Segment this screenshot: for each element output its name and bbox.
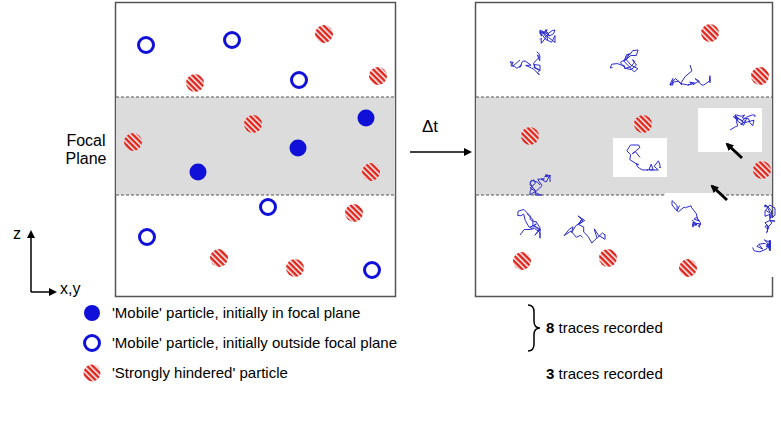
trajectory	[540, 30, 555, 43]
hindered-particle	[315, 25, 333, 43]
trace-count: 3 traces recorded	[546, 365, 663, 383]
trajectory	[670, 65, 710, 85]
trajectory	[765, 205, 775, 233]
mobile-particle	[358, 110, 375, 127]
focal-band	[116, 97, 395, 195]
delta-t-label: Δt	[422, 118, 438, 136]
hindered-particle	[345, 204, 363, 222]
mobile-particle	[225, 33, 240, 48]
hindered-particle	[751, 67, 769, 85]
trace-count: 8 traces recorded	[546, 319, 663, 337]
mobile-particle	[139, 38, 154, 53]
hindered-particle	[124, 133, 142, 151]
mobile-out-swatch	[85, 336, 100, 351]
trajectory	[672, 201, 701, 228]
hindered-swatch	[84, 365, 101, 382]
mobile-particle	[365, 263, 380, 278]
hindered-particle	[286, 259, 304, 277]
trajectory	[510, 52, 540, 75]
trajectory	[530, 175, 550, 195]
trajectory	[627, 145, 660, 170]
axis-label: x,y	[60, 280, 80, 298]
trajectory	[730, 115, 755, 130]
panel	[116, 3, 396, 297]
hindered-particle	[753, 161, 771, 179]
hindered-particle	[701, 24, 719, 42]
bracket	[528, 305, 540, 351]
hindered-particle	[362, 163, 380, 181]
hindered-particle	[186, 74, 204, 92]
mobile-in-swatch	[84, 305, 100, 321]
mobile-particle	[290, 140, 307, 157]
legend-text: 'Mobile' particle, initially in focal pl…	[112, 304, 360, 322]
mobile-particle	[190, 164, 207, 181]
hindered-particle	[599, 249, 617, 267]
hindered-particle	[210, 249, 228, 267]
trajectory	[518, 209, 540, 238]
hindered-particle	[634, 115, 652, 133]
legend-text: 'Mobile' particle, initially outside foc…	[112, 334, 397, 352]
axis-label: z	[13, 225, 21, 243]
mobile-particle	[261, 200, 276, 215]
mobile-particle	[292, 73, 307, 88]
focal-plane-label: Focal Plane	[60, 132, 112, 168]
trajectory	[564, 216, 605, 243]
hindered-particle	[369, 67, 387, 85]
hindered-particle	[244, 115, 262, 133]
focal-band	[476, 97, 772, 195]
panel	[476, 3, 773, 297]
trajectory	[610, 50, 638, 72]
trajectory	[753, 240, 771, 252]
hindered-particle	[521, 127, 539, 145]
mobile-particle	[140, 230, 155, 245]
hindered-particle	[513, 252, 531, 270]
hindered-particle	[679, 259, 697, 277]
legend-text: 'Strongly hindered' particle	[112, 364, 288, 382]
